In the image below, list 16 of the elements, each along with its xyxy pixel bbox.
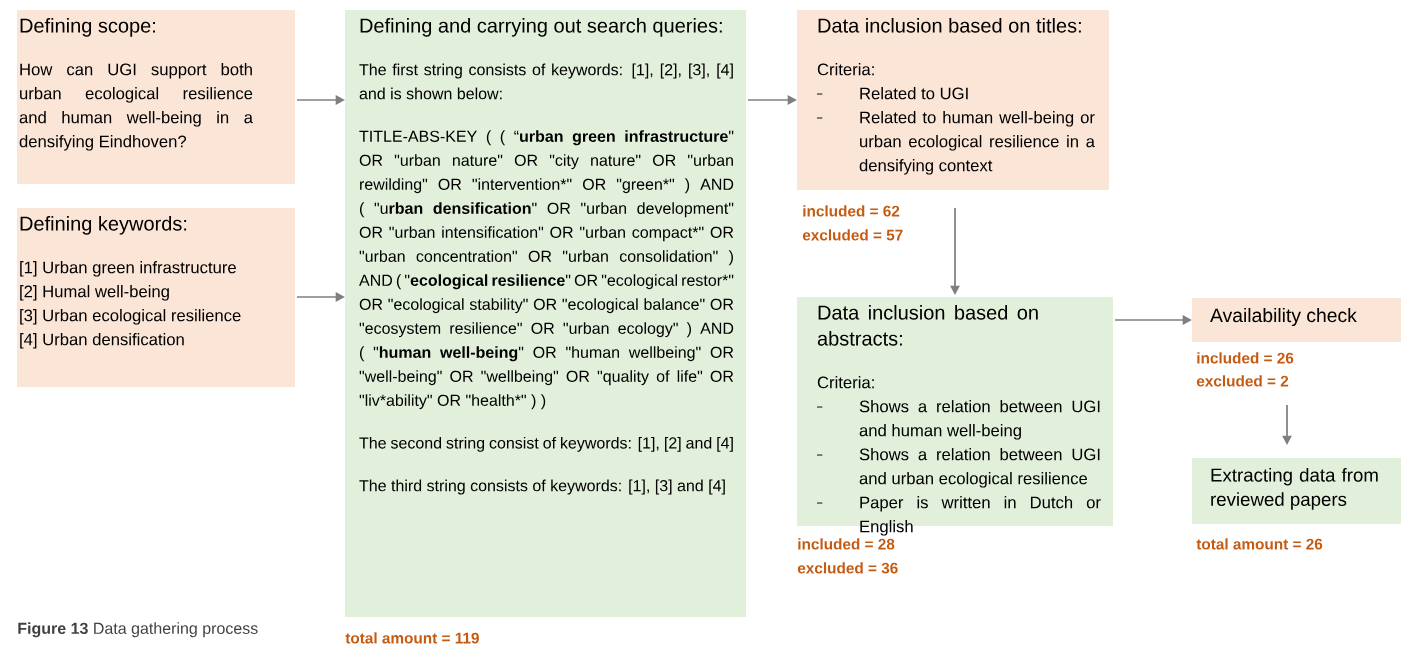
process-box: Defining and carrying out search queries: The first string consists of keywords: [1], [2], [3], [4] and is shown below: TITLE-ABS-KEY ( ( “urban green infrastructure" OR "urban nature" OR "city nature" OR "urban rewilding" OR "intervention*" OR "green*" ) AND ( "urban densification" OR "urban development" OR "urban intensification" OR "urban compact*" OR "urban concentration" OR "urban consolidation" ) AND ( "ecological resilience" OR "ecological restor*" OR "ecological stability" OR "ecological balance" OR "ecosystem resilience" OR "urban ecology" ) AND ( "human well-being" OR "human wellbeing" OR "well-being" OR "wellbeing" OR "quality of life" OR "liv*ability" OR "health*" ) ) The second string consist of keywords: [1], [2] and [4] The third string consists of keywords: [1], [3] and [4]	[345, 10, 746, 617]
count-label: included = 28	[798, 538, 895, 550]
caption: Figure 13 Data gathering process	[18, 622, 258, 638]
process-box: Availability check	[1192, 298, 1401, 342]
count-label: included = 62	[803, 205, 900, 217]
process-box: Data inclusion based on titles: Criteria: Related to UGI Related to human well-being or urban ecological resilience in a densifying context	[797, 10, 1109, 190]
count-label: excluded = 57	[802, 229, 903, 241]
process-box: Extracting data from reviewed papers	[1192, 458, 1401, 524]
count-label: included = 26	[1197, 352, 1294, 364]
count-label: total amount = 26	[1196, 538, 1323, 550]
count-label: excluded = 2	[1196, 375, 1289, 387]
process-box: Defining keywords: [1] Urban green infrastructure [2] Humal well-being [3] Urban ecological resilience [4] Urban densification	[17, 208, 295, 387]
process-box: Defining scope: How can UGI support both urban ecological resilience and human well-being in a densifying Eindhoven?	[17, 10, 295, 184]
count-label: total amount = 119	[345, 632, 479, 644]
process-box: Data inclusion based on abstracts: Criteria: Shows a relation between UGI and human well-being Shows a relation between UGI and urban ecological resilience Paper is written in Dutch or English	[797, 297, 1113, 536]
count-label: excluded = 36	[797, 562, 898, 574]
